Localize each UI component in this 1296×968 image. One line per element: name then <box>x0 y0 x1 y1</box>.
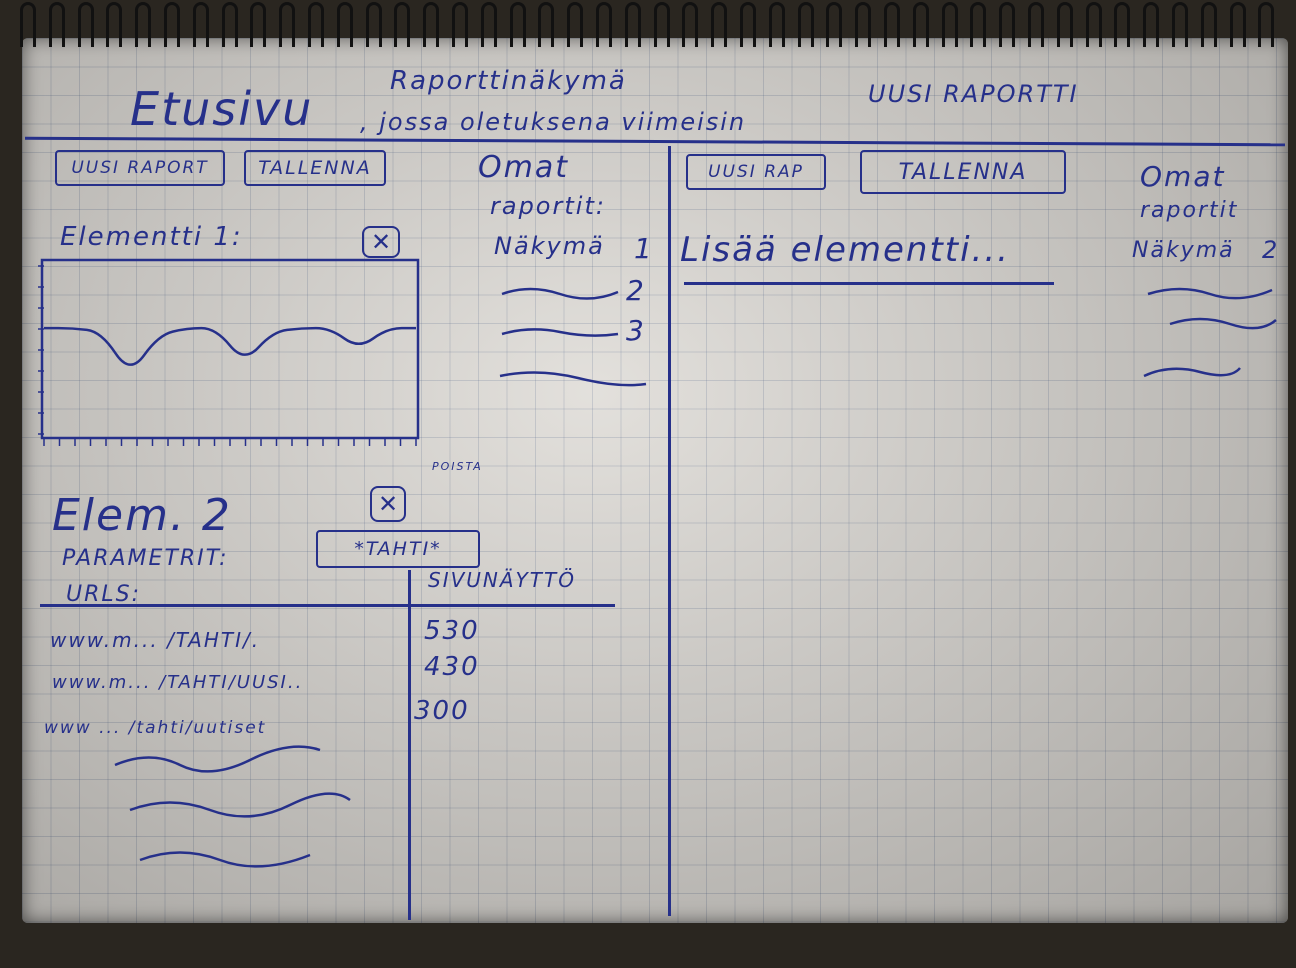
spiral-ring <box>855 2 872 47</box>
notebook-page <box>22 38 1288 923</box>
add-element-underline <box>684 282 1054 285</box>
spiral-ring <box>538 2 555 47</box>
spiral-ring <box>20 2 36 47</box>
left-sidebar-item-label[interactable]: Näkymä <box>494 232 605 260</box>
spiral-ring <box>365 2 382 47</box>
spiral-ring <box>740 2 756 47</box>
table-cell-views: 530 <box>424 616 480 646</box>
table-cell-url[interactable]: www.m... /TAHTI/. <box>50 628 261 652</box>
left-sidebar-item-scribble <box>501 287 619 300</box>
page-center-divider <box>668 146 671 916</box>
right-new-report-button[interactable]: UUSI RAP <box>686 154 826 190</box>
spiral-ring <box>394 2 411 47</box>
spiral-ring <box>941 2 958 47</box>
right-sidebar-item-number: 2 <box>1262 236 1280 264</box>
spiral-ring <box>1114 2 1131 47</box>
left-sidebar-more-scribble <box>499 371 647 387</box>
spiral-ring <box>596 2 612 47</box>
new-report-button[interactable]: UUSI RAPORT <box>55 150 225 186</box>
spiral-ring <box>624 2 641 47</box>
caption-default-latest: , jossa oletuksena viimeisin <box>360 108 747 136</box>
spiral-ring <box>308 2 324 47</box>
spiral-ring <box>682 2 699 47</box>
spiral-ring <box>912 2 929 47</box>
delete-hint: POISTA <box>432 460 483 473</box>
left-sidebar-item-number: 1 <box>634 232 654 265</box>
table-header-divider <box>40 604 615 607</box>
chart-frame <box>40 258 420 440</box>
spiral-ring <box>711 2 728 47</box>
spiral-ring <box>768 2 785 47</box>
spiral-ring <box>1200 2 1217 47</box>
table-cell-views: 430 <box>424 652 480 682</box>
left-sidebar-item-scribble <box>501 328 619 337</box>
element1-close-icon[interactable]: ✕ <box>362 226 400 258</box>
left-sidebar-item-number: 2 <box>626 274 646 307</box>
left-sidebar-title: Omat <box>478 150 569 185</box>
spiral-ring <box>653 2 670 47</box>
spiral-ring <box>250 2 267 47</box>
element2-label: Elem. 2 <box>52 490 232 541</box>
spiral-ring <box>1143 2 1160 47</box>
spiral-binding <box>20 0 1280 60</box>
table-cell-views: 300 <box>414 696 470 726</box>
save-button[interactable]: TALLENNA <box>244 150 386 186</box>
caption-report-view: Raporttinäkymä <box>390 66 627 96</box>
spiral-ring <box>192 2 209 47</box>
spiral-ring <box>1085 2 1102 47</box>
spiral-ring <box>970 2 987 47</box>
spiral-ring <box>509 2 526 47</box>
right-sidebar-item-label[interactable]: Näkymä <box>1132 238 1235 263</box>
page-title-new-report: UUSI RAPORTTI <box>868 80 1079 108</box>
parameters-label: PARAMETRIT: <box>62 546 229 571</box>
chart-series-line <box>44 326 416 366</box>
right-sidebar-title: Omat <box>1140 160 1226 193</box>
element1-line-chart <box>38 258 420 446</box>
spiral-ring <box>826 2 843 47</box>
table-column-divider <box>408 570 411 920</box>
left-sidebar-title-line2: raportit: <box>490 192 606 220</box>
spiral-ring <box>164 2 180 47</box>
spiral-ring <box>1172 2 1188 47</box>
spiral-ring <box>221 2 238 47</box>
spiral-ring <box>1056 2 1073 47</box>
element2-close-icon[interactable]: ✕ <box>370 486 406 522</box>
right-sidebar-more-scribble <box>1143 287 1277 378</box>
spiral-ring <box>48 2 65 47</box>
spiral-ring <box>279 2 296 47</box>
table-more-rows-scribble <box>114 745 351 868</box>
add-element-link[interactable]: Lisää elementti... <box>680 230 1010 270</box>
table-header-pageviews: SIVUNÄYTTÖ <box>428 568 576 592</box>
parameter-input[interactable]: *TAHTI* <box>316 530 480 568</box>
spiral-ring <box>797 2 814 47</box>
right-sidebar-title-line2: raportit <box>1140 198 1239 223</box>
spiral-ring <box>999 2 1016 47</box>
spiral-ring <box>135 2 152 47</box>
page-title-etusivu: Etusivu <box>130 82 314 136</box>
left-sidebar-item-number: 3 <box>626 314 646 347</box>
element1-label: Elementti 1: <box>60 222 243 252</box>
right-save-button[interactable]: TALLENNA <box>860 150 1066 194</box>
spiral-ring <box>452 2 468 47</box>
spiral-ring <box>1258 2 1275 47</box>
table-cell-url[interactable]: www ... /tahti/uutiset <box>44 718 267 738</box>
spiral-ring <box>480 2 497 47</box>
spiral-ring <box>106 2 123 47</box>
spiral-ring <box>884 2 900 47</box>
spiral-ring <box>567 2 584 47</box>
spiral-ring <box>77 2 94 47</box>
spiral-ring <box>1028 2 1044 47</box>
spiral-ring <box>1229 2 1246 47</box>
table-cell-url[interactable]: www.m... /TAHTI/UUSI.. <box>52 672 304 693</box>
spiral-ring <box>423 2 440 47</box>
table-header-urls: URLS: <box>66 582 142 607</box>
spiral-ring <box>336 2 353 47</box>
